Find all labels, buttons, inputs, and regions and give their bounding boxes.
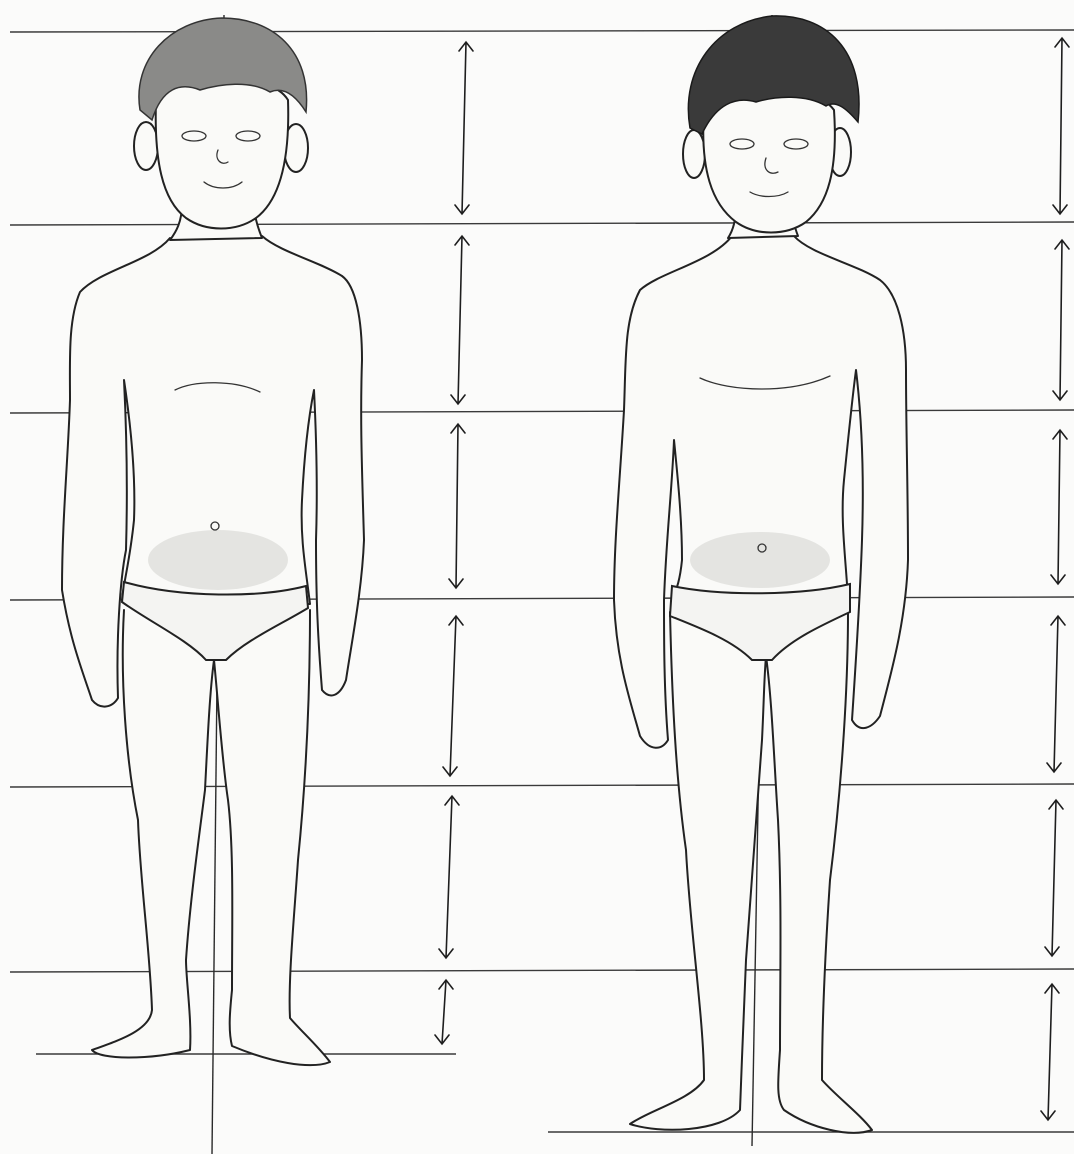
measure-arrows-right (1041, 38, 1069, 1120)
left-figure-head (156, 78, 289, 229)
guide-line (10, 30, 1074, 32)
measure-arrow (1051, 430, 1067, 584)
measure-arrow (1053, 38, 1069, 214)
figure-child-right (614, 16, 908, 1133)
right-figure-head (703, 88, 835, 233)
measure-arrows-left (435, 42, 473, 1044)
measure-arrow (1045, 800, 1063, 956)
measure-arrow (1041, 984, 1059, 1120)
measure-arrow (1053, 240, 1069, 400)
right-figure-belly-shade (690, 532, 830, 588)
measure-arrow (439, 796, 459, 958)
measure-arrow (1047, 616, 1065, 772)
measure-arrow (449, 424, 465, 588)
left-figure-ear-left (134, 122, 158, 170)
left-figure-legs (92, 610, 330, 1065)
right-figure-ear-left (683, 130, 705, 178)
figure-child-left (62, 18, 364, 1065)
measure-arrow (455, 42, 473, 214)
measure-arrow (443, 616, 463, 776)
left-figure-belly-shade (148, 530, 288, 590)
measure-arrow (451, 236, 469, 404)
measure-arrow (435, 980, 453, 1044)
guide-line (10, 222, 1074, 225)
